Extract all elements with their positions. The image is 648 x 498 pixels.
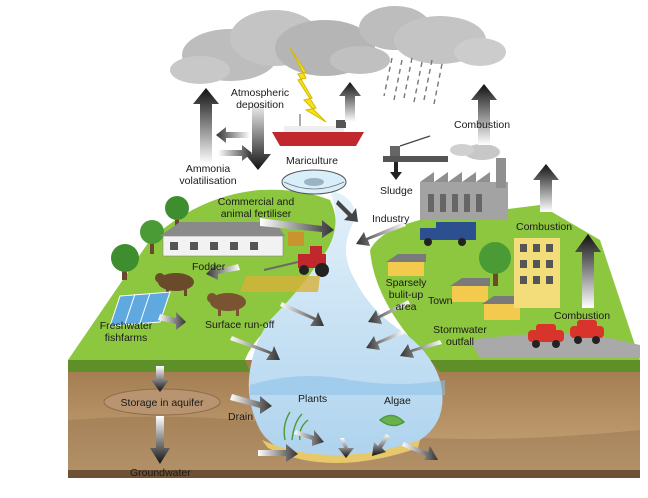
water-body bbox=[248, 190, 445, 463]
label-sludge: Sludge bbox=[380, 185, 413, 197]
up-arrow bbox=[575, 234, 601, 308]
lake-plants bbox=[283, 411, 406, 441]
up-arrow bbox=[533, 164, 559, 212]
right-arrow bbox=[280, 302, 324, 326]
apartment-building bbox=[514, 238, 560, 308]
lightning-icon bbox=[289, 47, 327, 123]
crop-field bbox=[240, 276, 320, 292]
label-surface-runoff: Surface run-off bbox=[205, 319, 274, 331]
right-land bbox=[370, 205, 640, 372]
rain-icon bbox=[383, 57, 443, 105]
label-plants: Plants bbox=[298, 393, 327, 405]
label-industry: Industry bbox=[372, 213, 410, 225]
label-fodder: Fodder bbox=[192, 261, 226, 273]
ship-icon bbox=[272, 114, 364, 146]
label-storage-in-aquifer: Storage in aquifer bbox=[121, 397, 204, 409]
right-arrow bbox=[294, 430, 324, 446]
house-icon bbox=[386, 254, 522, 320]
car-icon bbox=[528, 320, 604, 348]
label-combustion-right: Combustion bbox=[554, 310, 610, 322]
farm-building bbox=[160, 222, 304, 257]
down-arrow bbox=[336, 200, 358, 222]
left-arrow bbox=[366, 330, 404, 350]
mariculture-net-icon bbox=[281, 169, 347, 195]
up-arrow bbox=[193, 88, 219, 164]
right-arrow bbox=[260, 218, 334, 238]
down-arrow bbox=[372, 434, 390, 456]
down-arrow bbox=[390, 162, 402, 180]
cow-icon bbox=[155, 273, 246, 316]
right-arrow bbox=[402, 442, 438, 460]
right-arrow bbox=[230, 336, 280, 360]
right-arrow bbox=[158, 312, 186, 330]
down-arrow bbox=[151, 366, 169, 392]
label-drain: Drain bbox=[228, 411, 253, 423]
label-algae: Algae bbox=[384, 395, 411, 407]
right-arrow bbox=[258, 444, 298, 462]
right-arrow bbox=[218, 145, 252, 161]
left-arrow bbox=[206, 264, 240, 280]
truck-icon bbox=[420, 222, 476, 246]
up-arrow bbox=[339, 82, 361, 122]
up-arrow bbox=[471, 84, 497, 145]
label-mariculture: Mariculture bbox=[286, 155, 338, 167]
factory-building bbox=[420, 144, 508, 220]
tractor-icon bbox=[263, 246, 329, 277]
label-groundwater: Groundwater bbox=[130, 467, 191, 479]
fishfarm-ponds bbox=[109, 291, 171, 327]
left-arrow bbox=[216, 127, 250, 143]
label-combustion-mid: Combustion bbox=[516, 221, 572, 233]
left-arrow bbox=[368, 300, 410, 324]
cloud-icon bbox=[170, 6, 506, 84]
tree-icon bbox=[111, 196, 511, 286]
down-arrow bbox=[245, 100, 271, 170]
left-arrow bbox=[356, 222, 406, 246]
label-combustion-top: Combustion bbox=[454, 119, 510, 131]
left-arrow bbox=[400, 340, 442, 358]
down-arrow bbox=[338, 438, 354, 458]
sludge-barge-icon bbox=[383, 135, 448, 162]
flow-arrows bbox=[150, 82, 601, 464]
right-arrow bbox=[230, 394, 272, 414]
down-arrow bbox=[150, 416, 170, 464]
label-town: Town bbox=[428, 295, 453, 307]
